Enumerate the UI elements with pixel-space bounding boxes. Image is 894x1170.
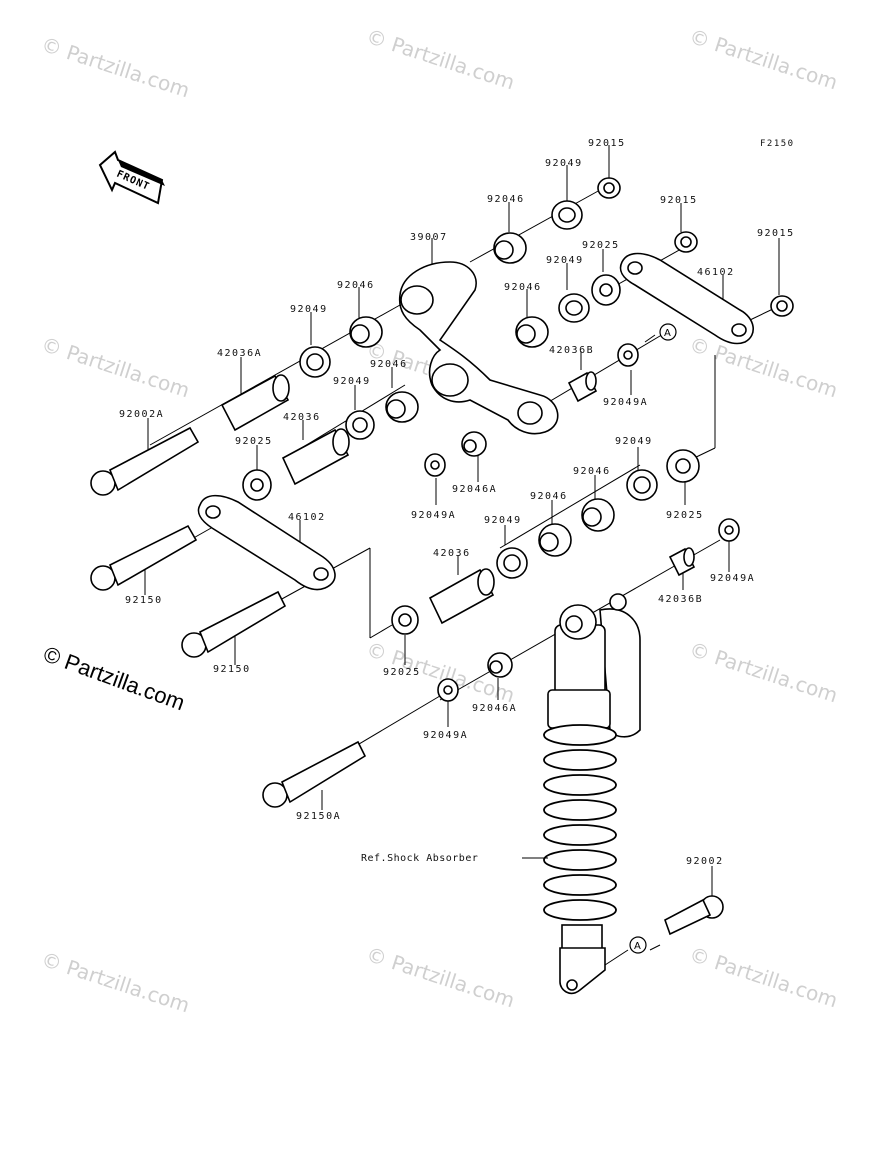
label-92002: 92002 bbox=[686, 856, 724, 867]
label-92049-top: 92049 bbox=[545, 158, 583, 169]
label-92049a-bot2: 92049A bbox=[710, 573, 755, 584]
shock-spring bbox=[543, 724, 617, 921]
sleeve-42036b-bot bbox=[668, 547, 696, 577]
label-46102-right: 46102 bbox=[697, 267, 735, 278]
washer-92025-left bbox=[242, 469, 272, 501]
callout-a-top: A bbox=[659, 323, 677, 341]
label-92150-2: 92150 bbox=[213, 664, 251, 675]
label-92015-right1: 92015 bbox=[660, 195, 698, 206]
label-92015-top: 92015 bbox=[588, 138, 626, 149]
collar-92049-mid bbox=[558, 293, 590, 323]
label-92025-r2: 92025 bbox=[666, 510, 704, 521]
watermark: © Partzilla.com bbox=[686, 942, 840, 1013]
sleeve-42036-mid bbox=[428, 568, 495, 625]
bearing-92046-r2 bbox=[581, 498, 615, 532]
ref-shock-absorber-label: Ref.Shock Absorber bbox=[361, 853, 478, 864]
part-labels: 92015 92049 92046 92015 39007 92025 9201… bbox=[119, 138, 795, 867]
label-92049a-right: 92049A bbox=[603, 397, 648, 408]
washer-92049a-bot2 bbox=[718, 518, 740, 542]
watermark: © Partzilla.com bbox=[38, 32, 192, 103]
washer-92049a-mid bbox=[424, 453, 446, 477]
label-92046-r3: 92046 bbox=[530, 491, 568, 502]
label-92002a: 92002A bbox=[119, 409, 164, 420]
label-92046-mid: 92046 bbox=[504, 282, 542, 293]
callout-a-label: A bbox=[634, 941, 641, 952]
bearing-92046-r3 bbox=[538, 523, 572, 557]
bolt-92150-1 bbox=[90, 524, 198, 591]
label-92049-left2: 92049 bbox=[333, 376, 371, 387]
label-42036-left: 42036 bbox=[283, 412, 321, 423]
collar-92049-left2 bbox=[345, 410, 375, 440]
bearing-92046-top bbox=[493, 232, 527, 264]
nut-92015-top bbox=[597, 177, 621, 199]
label-92049a-mid: 92049A bbox=[411, 510, 456, 521]
label-92046-left2: 92046 bbox=[370, 359, 408, 370]
sleeve-42036a bbox=[220, 374, 290, 432]
bolt-92002 bbox=[664, 895, 724, 936]
label-92049-left: 92049 bbox=[290, 304, 328, 315]
label-92015-right2: 92015 bbox=[757, 228, 795, 239]
bolt-92150a bbox=[262, 740, 367, 808]
label-92046-top: 92046 bbox=[487, 194, 525, 205]
watermark: © Partzilla.com bbox=[363, 942, 517, 1013]
collar-92049-left bbox=[299, 346, 331, 378]
nut-92015-right2 bbox=[770, 295, 794, 317]
bearing-92046-left2 bbox=[385, 391, 419, 423]
sleeve-42036-left bbox=[281, 428, 350, 486]
label-92049a-bot: 92049A bbox=[423, 730, 468, 741]
shock-absorber bbox=[543, 593, 641, 995]
watermark: © Partzilla.com bbox=[363, 24, 517, 95]
callout-a-bottom: A bbox=[629, 936, 647, 954]
label-92150-1: 92150 bbox=[125, 595, 163, 606]
tie-rod-46102-right bbox=[619, 252, 754, 345]
bolt-92150-2 bbox=[181, 590, 287, 658]
bearing-92046a-mid bbox=[461, 431, 487, 457]
bearing-92046-mid bbox=[515, 316, 549, 348]
label-92025-left: 92025 bbox=[235, 436, 273, 447]
washer-92049a-bot bbox=[437, 678, 459, 702]
washer-92025-top bbox=[591, 274, 621, 306]
bearing-92046a-bot bbox=[487, 652, 513, 678]
parts-drawings bbox=[90, 177, 794, 995]
washer-92049a-right bbox=[617, 343, 639, 367]
label-39007: 39007 bbox=[410, 232, 448, 243]
label-46102-left: 46102 bbox=[288, 512, 326, 523]
label-92150a: 92150A bbox=[296, 811, 341, 822]
collar-92049-r3 bbox=[496, 547, 528, 579]
label-92046-r2: 92046 bbox=[573, 466, 611, 477]
label-92049-mid: 92049 bbox=[546, 255, 584, 266]
label-42036b-top: 42036B bbox=[549, 345, 594, 356]
bolt-92002a bbox=[90, 426, 200, 496]
copyright-notice: © Partzilla.com bbox=[40, 641, 188, 715]
label-92046-left: 92046 bbox=[337, 280, 375, 291]
label-92025-bot: 92025 bbox=[383, 667, 421, 678]
tie-rod-46102-left bbox=[197, 494, 336, 591]
collar-92049-top bbox=[551, 200, 583, 230]
washer-92025-bot bbox=[391, 605, 419, 635]
watermark: © Partzilla.com bbox=[686, 637, 840, 708]
watermark: © Partzilla.com bbox=[686, 24, 840, 95]
label-92025-top: 92025 bbox=[582, 240, 620, 251]
watermark: © Partzilla.com bbox=[686, 332, 840, 403]
callout-a-label: A bbox=[664, 328, 671, 339]
label-42036a: 42036A bbox=[217, 348, 262, 359]
nut-92015-right1 bbox=[674, 231, 698, 253]
label-92046a-bot: 92046A bbox=[472, 703, 517, 714]
label-42036-mid: 42036 bbox=[433, 548, 471, 559]
front-arrow-icon: FRONT bbox=[98, 150, 165, 205]
watermark: © Partzilla.com bbox=[38, 332, 192, 403]
collar-92049-r2 bbox=[626, 469, 658, 501]
label-92046a-mid: 92046A bbox=[452, 484, 497, 495]
label-92049-r3: 92049 bbox=[484, 515, 522, 526]
sleeve-42036b-top bbox=[567, 371, 598, 403]
watermark: © Partzilla.com bbox=[38, 947, 192, 1018]
label-42036b-bot: 42036B bbox=[658, 594, 703, 605]
rocker-arm-39007 bbox=[398, 261, 559, 435]
diagram-code: F2150 bbox=[760, 139, 795, 149]
washer-92025-r2 bbox=[666, 449, 700, 483]
bearing-92046-left bbox=[349, 316, 383, 348]
label-92049-r2: 92049 bbox=[615, 436, 653, 447]
